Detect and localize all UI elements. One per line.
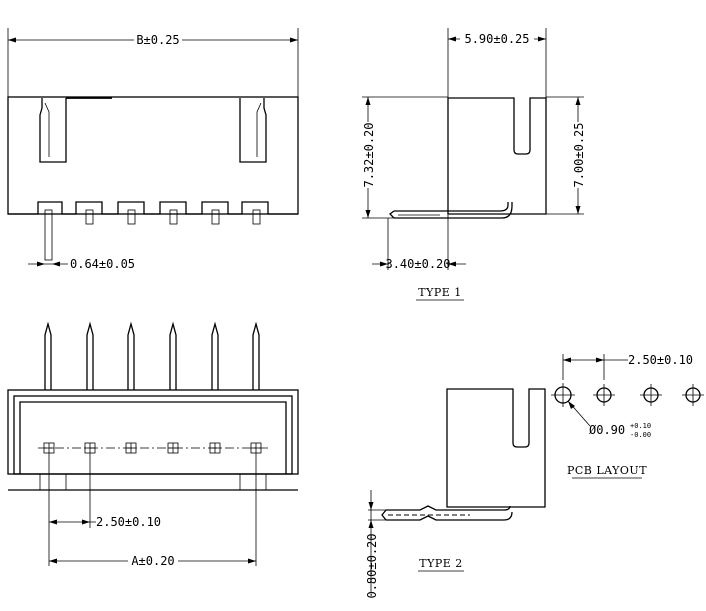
type1-front-view: B±0.25 0.64±0.05 [7, 28, 299, 271]
a-dimension-label: A±0.20 [131, 554, 174, 568]
hole-size-label: Ø0.90 [589, 423, 625, 437]
type1-caption: TYPE 1 [418, 286, 462, 299]
type2-pin-offset-label: 0.80±0.20 [365, 533, 379, 598]
height-total-label: 7.32±0.20 [362, 122, 376, 187]
pin-offset-label: 3.40±0.20 [385, 257, 450, 271]
type1-side-view: 5.90±0.25 7.32±0.20 7.00±0.25 3.40±0.20 [360, 28, 586, 301]
b-dimension-label: B±0.25 [136, 33, 179, 47]
depth-label: 5.90±0.25 [464, 32, 529, 46]
height-body-label: 7.00±0.25 [572, 122, 586, 187]
pcb-layout: 2.50±0.10 Ø0.90 +0.10 -0.00 PCB LAYOUT [551, 353, 704, 479]
pcb-layout-caption: PCB LAYOUT [567, 464, 647, 477]
hole-tol-plus: +0.10 [630, 422, 651, 430]
pcb-pitch-label: 2.50±0.10 [628, 353, 693, 367]
type2-front-view: 2.50±0.10 A±0.20 [7, 321, 299, 569]
pin-width-label: 0.64±0.05 [70, 257, 135, 271]
pitch-label: 2.50±0.10 [96, 515, 161, 529]
type2-side-view: 0.80±0.20 TYPE 2 [365, 388, 546, 599]
type2-caption: TYPE 2 [419, 557, 463, 570]
hole-tol-minus: -0.00 [630, 431, 651, 439]
